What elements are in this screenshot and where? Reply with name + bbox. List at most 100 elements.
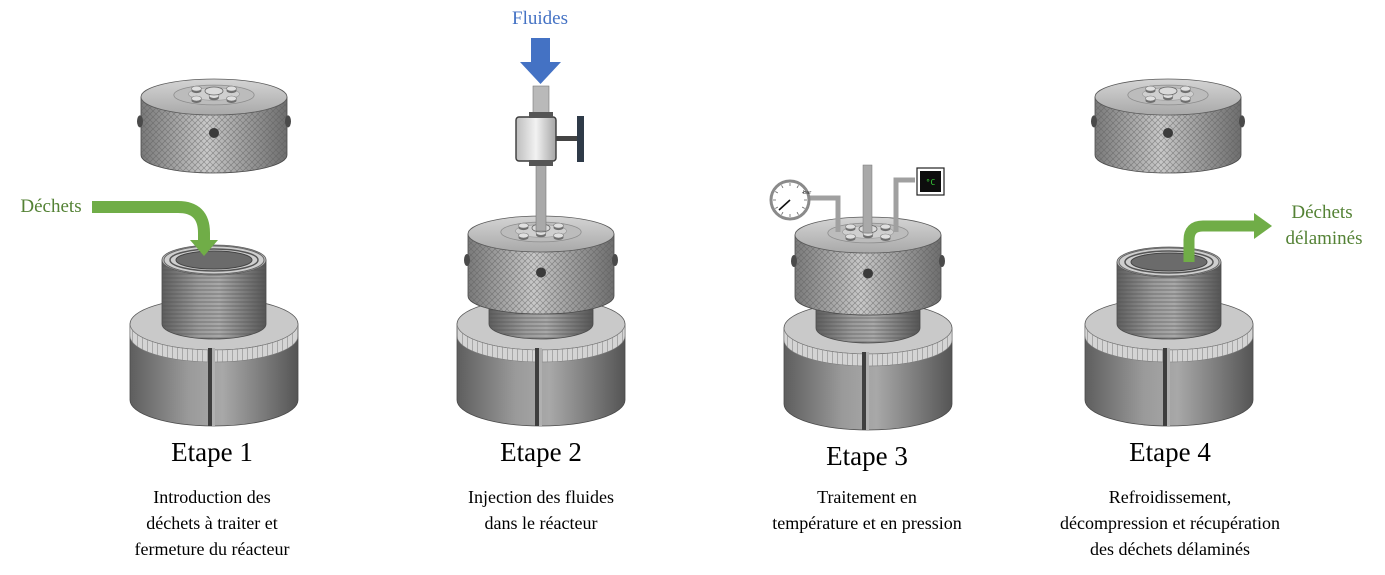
temp-probe-tube bbox=[862, 164, 873, 234]
waste-out-arrow-head bbox=[1254, 213, 1272, 239]
valve-flange-top bbox=[529, 112, 553, 118]
base-rim-ticks bbox=[457, 324, 625, 362]
base-split-slot bbox=[208, 348, 212, 426]
base-rim-ticks bbox=[130, 324, 298, 362]
temp-display-text: °C bbox=[926, 178, 936, 187]
neck-bore bbox=[1130, 252, 1208, 272]
lid-bolt bbox=[226, 95, 237, 102]
lid-pin-right bbox=[939, 255, 945, 268]
lid-bolt bbox=[553, 232, 564, 239]
lid-pin-left bbox=[137, 115, 143, 128]
waste-out-label-line2: délaminés bbox=[1285, 228, 1363, 249]
lid-bolt bbox=[226, 85, 237, 92]
neck-ring-groove bbox=[169, 248, 259, 272]
waste-out-arrow bbox=[1183, 213, 1272, 262]
step-4-desc-line2: décompression et récupération bbox=[1060, 513, 1280, 533]
base-neck-thread bbox=[489, 290, 593, 339]
valve-handle bbox=[577, 116, 584, 162]
lid-bolt bbox=[553, 222, 564, 229]
lid-bolt bbox=[1180, 95, 1191, 102]
step-1-desc-line3: fermeture du réacteur bbox=[134, 539, 290, 559]
base-split-edge bbox=[212, 348, 215, 426]
base-neck-thread bbox=[162, 260, 266, 339]
step-4-desc-line3: des déchets délaminés bbox=[1090, 539, 1250, 559]
lid-bolt bbox=[1145, 85, 1156, 92]
step-2-desc-line1: Injection des fluides bbox=[468, 487, 614, 507]
lid-center-nut bbox=[204, 86, 224, 96]
gauge-needle bbox=[778, 199, 791, 211]
lid-bolt bbox=[1145, 95, 1156, 102]
valve-body bbox=[515, 116, 557, 162]
gauge-tick bbox=[796, 211, 799, 215]
base-neck-thread bbox=[1117, 262, 1221, 339]
fluids-arrow bbox=[520, 38, 561, 84]
step-1-reactor bbox=[129, 78, 299, 427]
gauge-tick bbox=[801, 191, 805, 194]
waste-out-arrow-shaft bbox=[1183, 220, 1256, 262]
step-3-title: Etape 3 bbox=[826, 441, 908, 471]
neck-bore bbox=[175, 250, 253, 270]
step-1-desc-line2: déchets à traiter et bbox=[146, 513, 278, 533]
injection-pipe bbox=[535, 162, 547, 232]
base-split-slot bbox=[1163, 348, 1167, 426]
waste-in-arrow-head bbox=[190, 240, 218, 256]
gauge-tick bbox=[796, 185, 799, 189]
step-4-reactor bbox=[1084, 78, 1254, 427]
lid-bolt bbox=[518, 232, 529, 239]
gauge-tick bbox=[775, 206, 779, 209]
fluids-label: Fluides bbox=[512, 8, 568, 29]
step-4-title: Etape 4 bbox=[1129, 437, 1211, 467]
gauge-tick bbox=[801, 206, 805, 209]
lid-pin-front bbox=[536, 267, 546, 278]
base-split-slot bbox=[535, 348, 539, 426]
waste-out-label-line1: Déchets bbox=[1291, 202, 1353, 223]
lid-bolt bbox=[191, 95, 202, 102]
step-2-title: Etape 2 bbox=[500, 437, 582, 467]
valve-flange-bottom bbox=[529, 160, 553, 166]
base-split-edge bbox=[539, 348, 542, 426]
gauge-tick bbox=[781, 211, 784, 215]
lid-center-nut bbox=[1158, 86, 1178, 96]
fluids-arrow-head bbox=[520, 62, 561, 84]
base-split-edge bbox=[866, 352, 869, 430]
lid-pin-right bbox=[612, 254, 618, 267]
thermo-line bbox=[893, 177, 915, 232]
fluids-arrow-shaft bbox=[531, 38, 550, 64]
base-rim-ticks bbox=[784, 328, 952, 366]
base-split-slot bbox=[862, 352, 866, 430]
waste-in-label: Déchets bbox=[20, 196, 82, 217]
gauge-line bbox=[808, 195, 841, 232]
step-3-desc-line1: Traitement en bbox=[817, 487, 917, 507]
lid-bolt bbox=[191, 85, 202, 92]
lid-bolt bbox=[845, 223, 856, 230]
gauge-tick bbox=[775, 191, 779, 194]
base-split-edge bbox=[1167, 348, 1170, 426]
lid-pin-front bbox=[1163, 127, 1173, 138]
base-neck-thread bbox=[816, 300, 920, 343]
gauge-tick bbox=[781, 185, 784, 189]
step-2-reactor bbox=[456, 85, 626, 427]
step-3-desc-line2: température et en pression bbox=[772, 513, 962, 533]
waste-in-arrow-shaft bbox=[92, 201, 210, 244]
temp-display-screen bbox=[920, 171, 941, 192]
lid-bolt bbox=[845, 233, 856, 240]
lid-bolt bbox=[880, 223, 891, 230]
step-2-desc-line2: dans le réacteur bbox=[484, 513, 598, 533]
lid-pin-right bbox=[1239, 115, 1245, 128]
step-4-desc-line1: Refroidissement, bbox=[1108, 487, 1232, 507]
step-1-title: Etape 1 bbox=[171, 437, 253, 467]
valve-stem bbox=[556, 136, 578, 141]
step-1-desc-line1: Introduction des bbox=[153, 487, 271, 507]
lid-pin-left bbox=[464, 254, 470, 267]
base-rim-ticks bbox=[1085, 324, 1253, 362]
waste-in-arrow bbox=[92, 201, 218, 256]
step-3-reactor: bar °C bbox=[769, 164, 953, 431]
lid-pin-right bbox=[285, 115, 291, 128]
neck-ring-groove bbox=[1124, 250, 1214, 274]
gauge-unit-text: bar bbox=[803, 190, 812, 196]
lid-bolt bbox=[1180, 85, 1191, 92]
lid-pin-front bbox=[863, 268, 873, 279]
lid-bolt bbox=[880, 233, 891, 240]
lid-pin-left bbox=[791, 255, 797, 268]
